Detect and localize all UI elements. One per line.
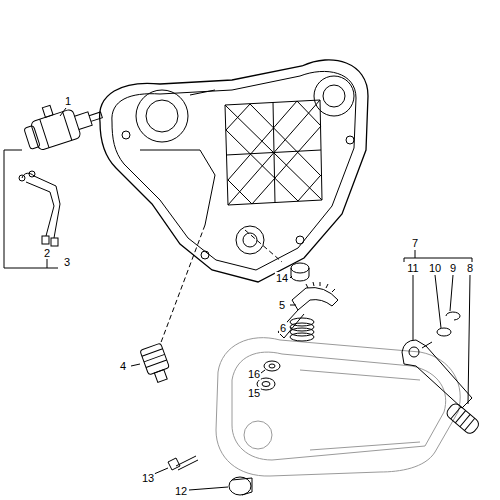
transmission-cover [216, 338, 460, 476]
callout-number: 7 [411, 237, 419, 249]
leader-line [290, 328, 292, 329]
leader-line [290, 305, 296, 306]
starter-motor [20, 91, 107, 153]
callout-number: 3 [63, 256, 71, 268]
leader-line [60, 108, 66, 116]
callout-number: 14 [275, 272, 289, 284]
callout-number: 4 [119, 360, 127, 372]
group-bracket [4, 150, 58, 268]
callout-number: 13 [141, 472, 155, 484]
crankcase [100, 60, 368, 282]
callout-number: 12 [174, 485, 188, 497]
starter-wiring [19, 171, 60, 246]
bushing [291, 263, 309, 281]
leader-line [290, 276, 292, 278]
return-spring [290, 318, 314, 341]
assembly-line [160, 225, 282, 345]
leader-line [413, 275, 470, 404]
callout-number: 2 [43, 247, 51, 259]
callout-number: 16 [247, 368, 261, 380]
kick-lever [402, 340, 472, 408]
callout-number: 11 [406, 262, 419, 274]
kick-gear [278, 282, 338, 338]
kick-rubber [445, 402, 481, 436]
screw [168, 456, 198, 470]
callout-number: 8 [466, 262, 474, 274]
leader-line [131, 364, 140, 366]
plug-cap [229, 477, 252, 495]
group-bracket [404, 250, 472, 262]
callout-number: 6 [279, 322, 287, 334]
washer [264, 361, 280, 371]
leader-line [189, 487, 228, 490]
callout-number: 10 [428, 262, 442, 274]
callout-number: 9 [449, 262, 457, 274]
callout-number: 5 [278, 299, 286, 311]
callout-number: 15 [247, 387, 261, 399]
callout-number: 1 [64, 95, 72, 107]
starter-drive [140, 343, 173, 384]
leader-line [154, 468, 168, 474]
